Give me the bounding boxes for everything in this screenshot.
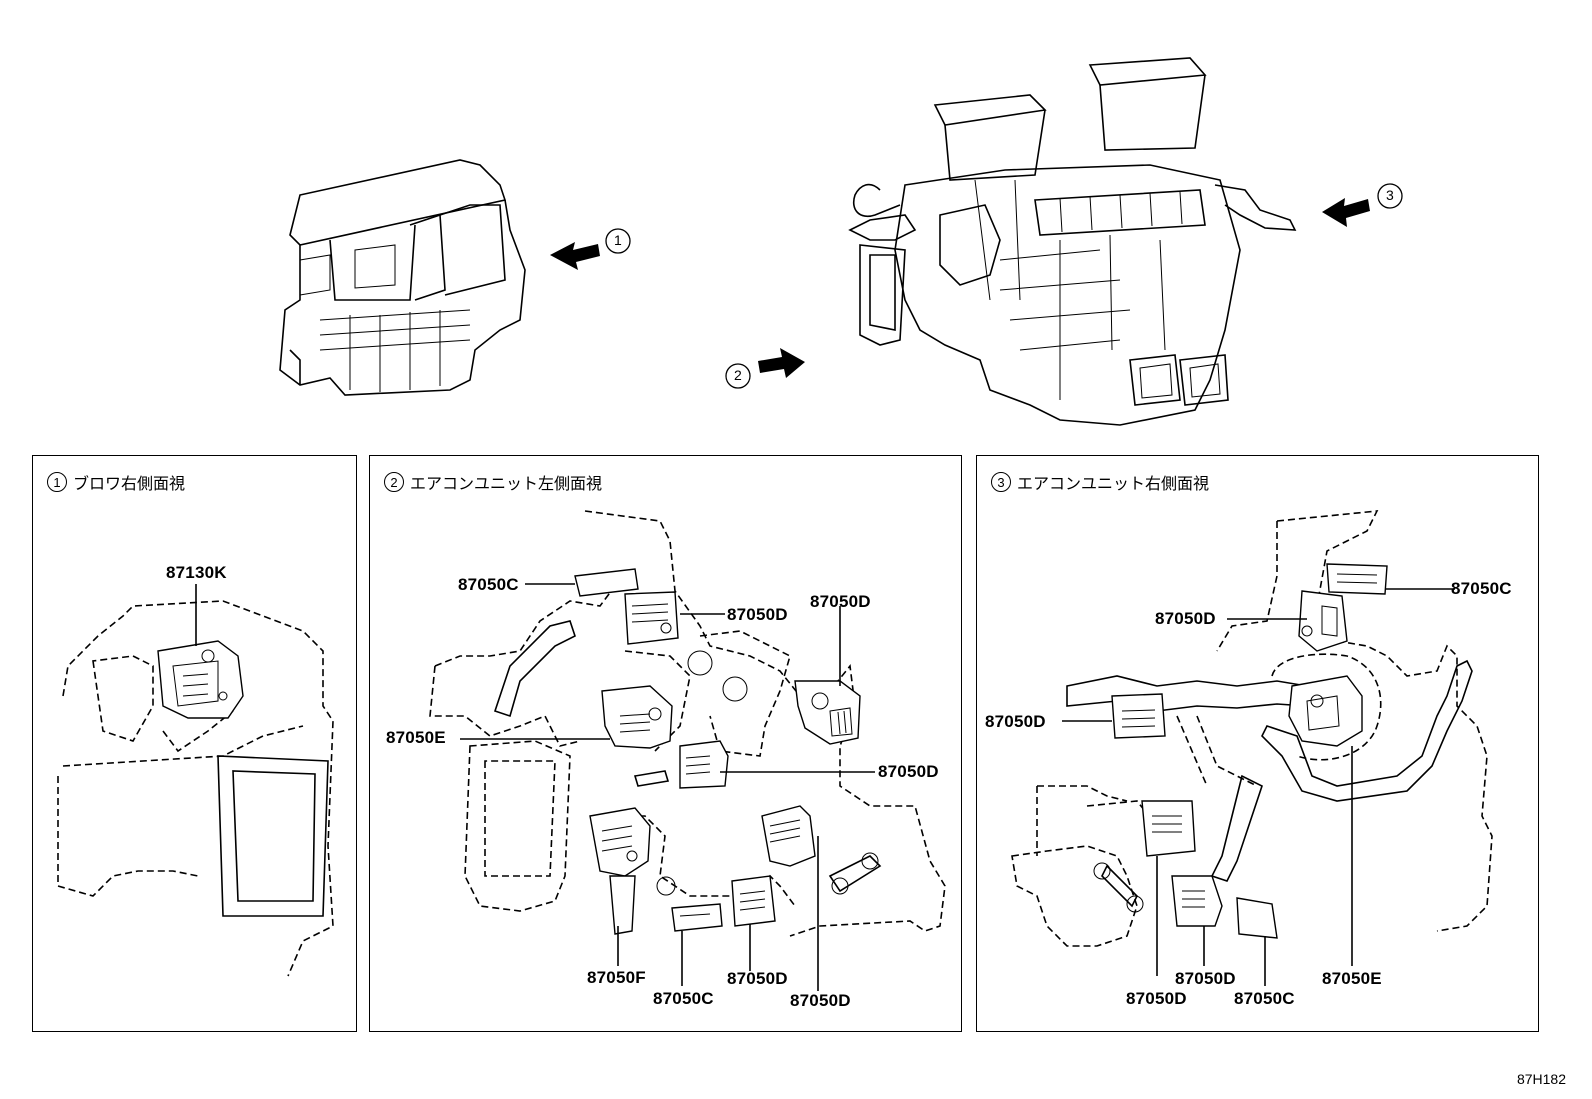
blower-side-drawing [57, 584, 334, 977]
hvac-unit-drawing [848, 57, 1297, 426]
view-arrow-2 [725, 348, 805, 389]
panel-title: 2 エアコンユニット左側面視 [384, 470, 602, 494]
view-arrow-1 [550, 228, 631, 270]
part-87050D-left-label: 87050D [985, 712, 1046, 731]
part-87050D-upper-label: 87050D [727, 605, 788, 624]
panel-ac-unit-right-view: 3 エアコンユニット右側面視 [976, 455, 1539, 1032]
panel-title-text: エアコンユニット左側面視 [410, 476, 603, 493]
part-87050C-top-label: 87050C [1451, 579, 1512, 598]
part-87130K-label: 87130K [166, 563, 227, 582]
view-arrow-3 [1322, 183, 1403, 227]
callout-2: 2 [734, 367, 742, 383]
part-87050D-middle-label: 87050D [878, 762, 939, 781]
part-87050F-label: 87050F [587, 968, 646, 987]
part-87050C-top-label: 87050C [458, 575, 519, 594]
part-87050E-label: 87050E [1322, 969, 1382, 988]
part-87050D-bottom-left-label: 87050D [1126, 989, 1187, 1008]
panel-title: 3 エアコンユニット右側面視 [991, 470, 1209, 494]
panel-title-text: ブロワ右側面視 [73, 476, 186, 493]
part-87050C-bottom-label: 87050C [653, 989, 714, 1008]
top-assembly-illustrations [279, 57, 1403, 426]
part-87050D-bottom-label: 87050D [727, 969, 788, 988]
part-87050C-bottom-label: 87050C [1234, 989, 1295, 1008]
ac-right-drawing [1011, 510, 1493, 986]
panel-blower-right-view: 1 ブロワ右側面視 87130K [32, 455, 357, 1032]
panel-number: 1 [47, 472, 67, 492]
blower-unit-drawing [279, 159, 526, 396]
part-87050D-right-top-label: 87050D [810, 592, 871, 611]
panel-title: 1 ブロワ右側面視 [47, 470, 185, 494]
callout-1: 1 [614, 232, 622, 248]
drawing-code: 87H182 [1516, 1071, 1566, 1087]
part-87050D-bottom-right-label: 87050D [790, 991, 851, 1010]
panel-ac-unit-left-view: 2 エアコンユニット左側面視 [369, 455, 962, 1032]
part-87050D-bottom-center-label: 87050D [1175, 969, 1236, 988]
panel-title-text: エアコンユニット右側面視 [1017, 476, 1210, 493]
part-87050E-label: 87050E [386, 728, 446, 747]
ac-left-drawing [429, 510, 946, 991]
panel-number: 2 [384, 472, 404, 492]
part-87050D-upper-label: 87050D [1155, 609, 1216, 628]
panel-number: 3 [991, 472, 1011, 492]
callout-3: 3 [1386, 187, 1394, 203]
